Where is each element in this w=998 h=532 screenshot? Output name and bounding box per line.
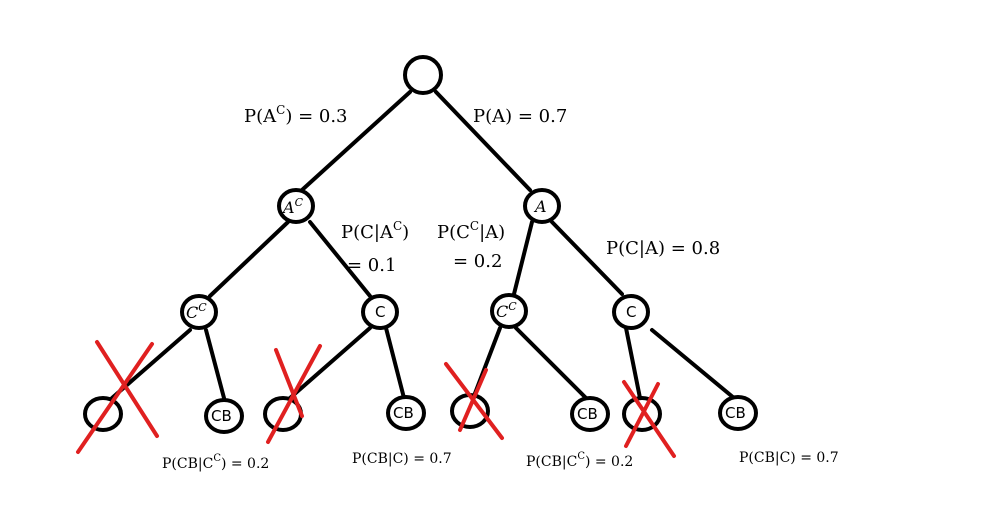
node-a-complement <box>277 188 315 224</box>
edge-cc2-cb <box>514 326 588 400</box>
cross-icon <box>266 344 322 444</box>
edge-a-c <box>550 220 624 296</box>
cross-marks <box>76 340 676 458</box>
tree-nodes: AC A CC C CC C CB CB CB CB <box>83 55 758 434</box>
node-c-complement-1-sup: C <box>198 301 207 314</box>
leaf-cb-3 <box>570 396 610 432</box>
edge-root-a <box>434 90 532 192</box>
edge-c1-x <box>288 326 372 400</box>
edge-labels: P(AC) = 0.3 P(A) = 0.7 P(C|AC) = 0.1 P(C… <box>244 103 720 276</box>
node-c-complement-1-label: C <box>186 303 198 322</box>
label-p-c-complement-given-a-line1: P(CC|A) <box>437 219 505 243</box>
cross-icon <box>76 340 159 454</box>
svg-text:AC: AC <box>281 196 304 217</box>
cross-icon <box>622 380 676 458</box>
node-a-complement-sup: C <box>295 196 304 209</box>
node-c-complement-1 <box>180 294 218 330</box>
leaf-cb-1 <box>204 398 244 434</box>
edge-ac-cc <box>208 220 290 298</box>
leaf-labels: P(CB|CC) = 0.2 P(CB|C) = 0.7 P(CB|CC) = … <box>162 450 839 472</box>
edge-c1-cb <box>384 326 406 400</box>
leaf-cb-1-label: CB <box>211 407 232 425</box>
label-p-a-complement: P(AC) = 0.3 <box>244 103 348 127</box>
label-p-c-given-a-complement-line2: = 0.1 <box>347 255 396 276</box>
edge-cc1-cb <box>204 328 226 400</box>
edge-a-cc <box>512 220 534 296</box>
node-a-complement-label: A <box>281 198 295 217</box>
label-p-c-given-a: P(C|A) = 0.8 <box>606 238 720 259</box>
node-c-1 <box>361 294 399 330</box>
leaf-cb-2 <box>386 395 426 431</box>
label-p-c-complement-given-a-line2: = 0.2 <box>453 251 502 272</box>
node-c-complement-2-label: C <box>496 302 508 321</box>
svg-text:CC: CC <box>496 300 517 321</box>
node-a <box>523 188 561 224</box>
edge-ac-c <box>308 220 372 298</box>
node-c-1-label: C <box>375 303 385 321</box>
leaf-cb-4 <box>718 395 758 431</box>
label-p-cb-given-c-2: P(CB|C) = 0.7 <box>739 450 839 466</box>
label-p-cb-given-c-1: P(CB|C) = 0.7 <box>352 451 452 467</box>
node-c-complement-2-sup: C <box>508 300 517 313</box>
node-c-2 <box>612 294 650 330</box>
label-p-a: P(A) = 0.7 <box>473 106 567 127</box>
node-a-label: A <box>533 197 547 216</box>
leaf-cb-4-label: CB <box>725 404 746 422</box>
tree-edges <box>110 90 736 400</box>
node-c-2-label: C <box>626 303 636 321</box>
svg-text:CC: CC <box>186 301 207 322</box>
root-node <box>403 55 443 95</box>
label-p-cb-given-c-complement-1: P(CB|CC) = 0.2 <box>162 453 269 472</box>
cross-icon <box>444 362 504 440</box>
label-p-c-given-a-complement-line1: P(C|AC) <box>341 219 409 243</box>
edge-c2-x <box>624 326 642 400</box>
edge-root-ac <box>300 90 412 192</box>
edge-c2-cb <box>650 328 736 400</box>
leaf-cb-3-label: CB <box>577 405 598 423</box>
label-p-cb-given-c-complement-2: P(CB|CC) = 0.2 <box>526 451 633 470</box>
node-c-complement-2 <box>490 293 528 329</box>
leaf-cb-2-label: CB <box>393 404 414 422</box>
